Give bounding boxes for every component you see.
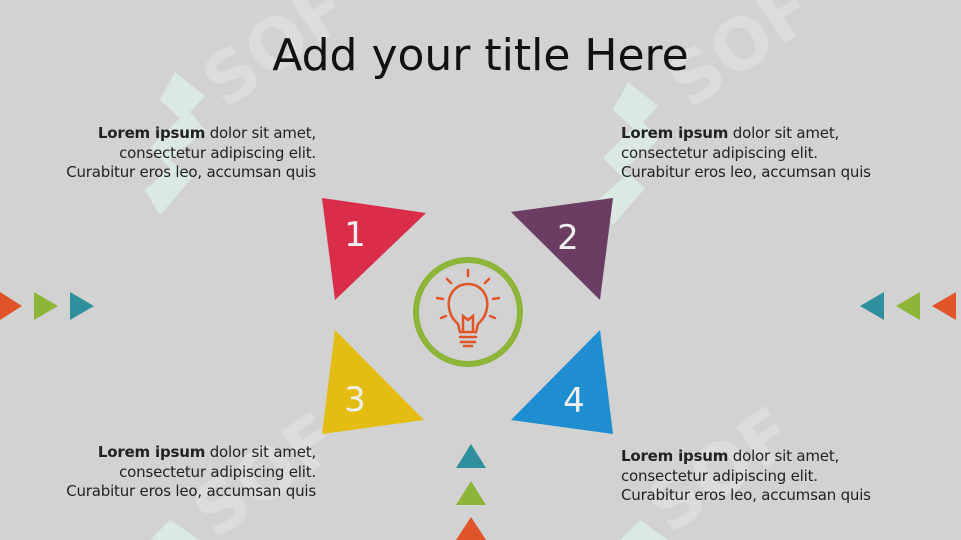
text-block-2[interactable]: Lorem ipsum dolor sit amet, consectetur … xyxy=(621,124,931,183)
text-block-bold: Lorem ipsum xyxy=(97,124,206,142)
text-block-bold: Lorem ipsum xyxy=(97,443,206,461)
bottom-teal-arrow xyxy=(456,444,486,468)
text-block-line: Curabitur eros leo, accumsan quis xyxy=(621,486,871,504)
text-block-4[interactable]: Lorem ipsum dolor sit amet, consectetur … xyxy=(621,447,931,506)
bottom-orange-arrow xyxy=(456,517,486,540)
triangle-1 xyxy=(322,198,426,300)
text-block-line: dolor sit amet, xyxy=(209,443,316,461)
right-orange-arrow xyxy=(932,292,956,320)
text-block-bold: Lorem ipsum xyxy=(621,124,729,142)
text-block-line: dolor sit amet, xyxy=(209,124,316,142)
text-block-line: dolor sit amet, xyxy=(732,447,840,465)
right-teal-arrow xyxy=(860,292,884,320)
center-circle xyxy=(413,257,523,367)
text-block-line: consectetur adipiscing elit. xyxy=(119,143,316,162)
text-block-line: Curabitur eros leo, accumsan quis xyxy=(66,482,316,500)
text-block-bold: Lorem ipsum xyxy=(621,447,729,465)
slide-title[interactable]: Add your title Here xyxy=(272,30,689,81)
right-green-arrow xyxy=(896,292,920,320)
left-orange-arrow xyxy=(0,292,22,320)
text-block-line: Curabitur eros leo, accumsan quis xyxy=(66,163,316,181)
step-number-1: 1 xyxy=(344,215,366,255)
text-block-1[interactable]: Lorem ipsum dolor sit amet, consectetur … xyxy=(16,124,316,183)
triangle-4 xyxy=(511,330,613,434)
triangle-3 xyxy=(322,330,424,434)
step-number-3: 3 xyxy=(344,380,366,420)
text-block-line: consectetur adipiscing elit. xyxy=(119,462,316,481)
step-number-2: 2 xyxy=(557,218,579,258)
left-green-arrow xyxy=(34,292,58,320)
step-number-4: 4 xyxy=(563,381,585,421)
text-block-3[interactable]: Lorem ipsum dolor sit amet, consectetur … xyxy=(16,443,316,502)
text-block-line: consectetur adipiscing elit. xyxy=(621,143,818,162)
triangle-2 xyxy=(511,198,613,300)
text-block-line: dolor sit amet, xyxy=(732,124,840,142)
text-block-line: Curabitur eros leo, accumsan quis xyxy=(621,163,871,181)
lightbulb-icon xyxy=(435,268,501,348)
left-teal-arrow xyxy=(70,292,94,320)
text-block-line: consectetur adipiscing elit. xyxy=(621,466,818,485)
bottom-green-arrow xyxy=(456,481,486,505)
